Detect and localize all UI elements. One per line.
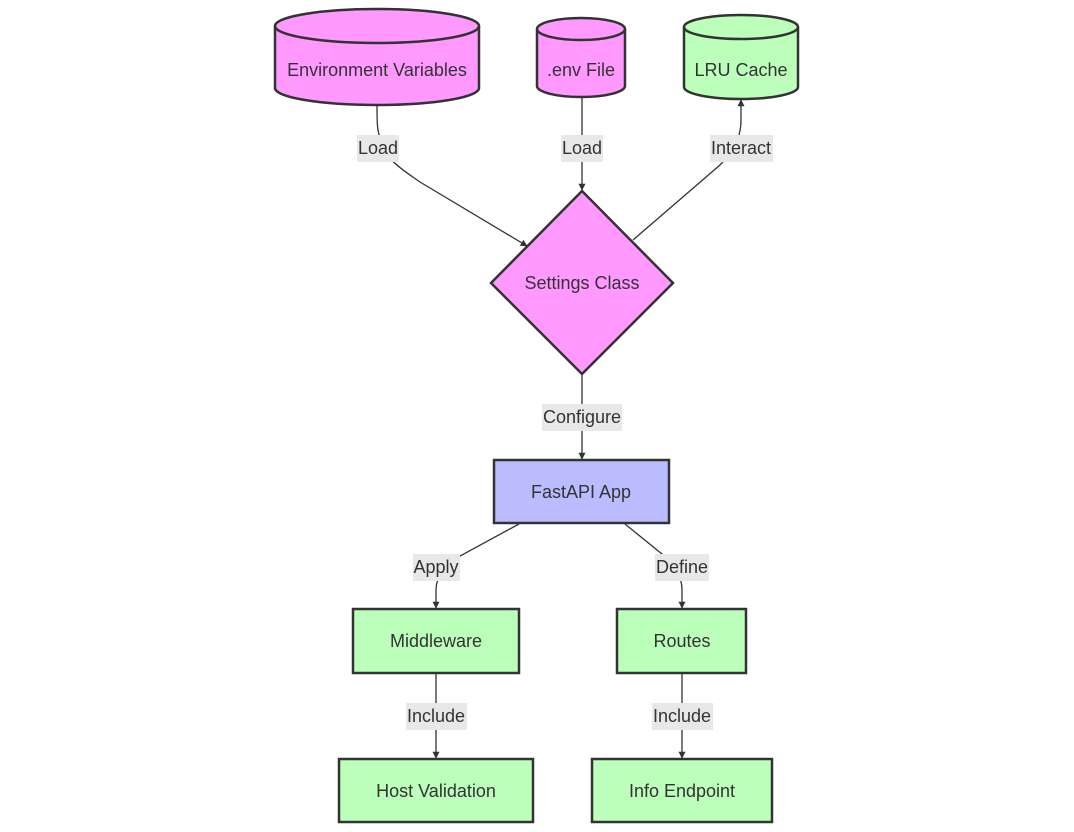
node-label: Settings Class — [524, 273, 639, 293]
node-info-endpoint: Info Endpoint — [590, 757, 774, 824]
edge-label-include-routes: Include — [652, 703, 713, 730]
rectangle-shape — [492, 458, 671, 525]
rectangle-shape — [337, 757, 535, 824]
node-label: LRU Cache — [694, 60, 787, 80]
node-label: FastAPI App — [531, 482, 631, 502]
cylinder-shape — [535, 16, 627, 99]
edge-label-apply: Apply — [413, 554, 460, 581]
edge-label-text: Apply — [413, 557, 458, 577]
cylinder-shape — [682, 13, 800, 101]
diamond-shape — [489, 189, 675, 376]
edge-label-text: Load — [562, 138, 602, 158]
node-label: Info Endpoint — [629, 781, 735, 801]
node-fastapi-app: FastAPI App — [492, 458, 671, 525]
node-label: Middleware — [390, 631, 482, 651]
rectangle-shape — [615, 607, 748, 675]
node-label: Environment Variables — [287, 60, 467, 80]
cylinder-shape — [273, 7, 481, 107]
edge-label-define: Define — [655, 554, 709, 581]
node-host-validation: Host Validation — [337, 757, 535, 824]
edge-label-text: Configure — [543, 407, 621, 427]
node-label: Routes — [653, 631, 710, 651]
node-middleware: Middleware — [351, 607, 521, 675]
edge-label-load-env-file: Load — [561, 135, 603, 162]
node-settings-class: Settings Class — [489, 189, 675, 376]
edge-label-text: Include — [653, 706, 711, 726]
edge-label-include-middleware: Include — [406, 703, 467, 730]
edge-label-text: Load — [358, 138, 398, 158]
node-label: Host Validation — [376, 781, 496, 801]
edge-label-configure: Configure — [542, 404, 622, 431]
node-env-file: .env File — [535, 16, 627, 99]
cylinder-top-rim — [682, 26, 800, 41]
edge-label-load-env-vars: Load — [357, 135, 399, 162]
edge-label-interact: Interact — [710, 135, 773, 162]
node-routes: Routes — [615, 607, 748, 675]
cylinder-top-rim — [535, 28, 627, 42]
edge-label-text: Define — [656, 557, 708, 577]
node-environment-variables: Environment Variables — [273, 7, 481, 107]
rectangle-shape — [351, 607, 521, 675]
node-lru-cache: LRU Cache — [682, 13, 800, 101]
edge-label-text: Include — [407, 706, 465, 726]
edge-settings-to-lru-cache — [632, 99, 745, 241]
edge-label-text: Interact — [711, 138, 771, 158]
node-label: .env File — [547, 60, 615, 80]
rectangle-shape — [590, 757, 774, 824]
cylinder-top-rim — [273, 25, 481, 45]
edge-env-vars-to-settings — [376, 105, 528, 247]
